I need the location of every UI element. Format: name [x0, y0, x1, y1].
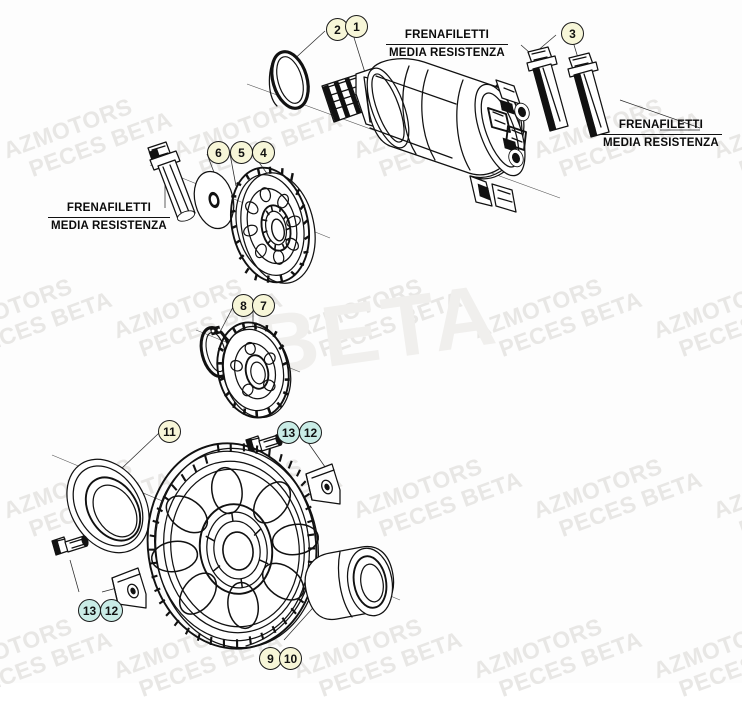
ring-gear-teeth — [148, 443, 316, 648]
part-9-starter-ring-gear — [146, 442, 320, 650]
note-line-1: FRENAFILETTI — [48, 201, 170, 218]
callout-layer: FRENAFILETTI MEDIA RESISTENZA FRENAFILET… — [48, 15, 722, 670]
motor-bolt-bosses — [508, 102, 530, 168]
callout-12-retainer-plate[interactable]: 12 — [100, 599, 123, 622]
callout-number: 5 — [238, 145, 245, 160]
part-5-washer — [193, 170, 235, 230]
gear-pinion-inner — [260, 204, 292, 252]
part-1-starter-motor — [321, 58, 530, 213]
part-10-bearing-sleeve — [304, 545, 395, 621]
callout-number: 13 — [82, 603, 97, 618]
callout-number: 3 — [569, 26, 576, 41]
part-13-screw-lower — [51, 535, 89, 556]
note-line-1: FRENAFILETTI — [600, 118, 722, 135]
technical-illustration: .ln{fill:none;stroke:#111;stroke-width:1… — [51, 27, 701, 650]
callout-4-idler-gear-double[interactable]: 4 — [252, 141, 275, 164]
callout-1-starter-motor[interactable]: 1 — [345, 15, 368, 38]
callout-3-flange-bolt[interactable]: 3 — [561, 22, 584, 45]
part-11-bearing-ring — [66, 458, 150, 554]
callout-number: 8 — [240, 298, 247, 313]
callout-2-o-ring[interactable]: 2 — [326, 18, 349, 41]
note-mid-left: FRENAFILETTI MEDIA RESISTENZA — [48, 201, 170, 233]
callout-5-washer[interactable]: 5 — [230, 141, 253, 164]
note-top-right: FRENAFILETTI MEDIA RESISTENZA — [600, 118, 722, 150]
part-6-flange-bolt — [147, 141, 196, 222]
callout-12-retainer-plate[interactable]: 12 — [299, 421, 322, 444]
ring-gear-pockets-outer — [150, 466, 320, 630]
part-12-retainer-upper — [305, 463, 341, 505]
part-2-oring — [268, 50, 310, 110]
flange-bolt-b — [567, 52, 610, 138]
flange-bolt-a — [526, 46, 569, 132]
callout-13-screw[interactable]: 13 — [78, 599, 101, 622]
callout-number: 12 — [104, 603, 119, 618]
note-line-1: FRENAFILETTI — [386, 28, 508, 45]
callout-number: 6 — [215, 145, 222, 160]
note-line-2: MEDIA RESISTENZA — [51, 219, 167, 232]
note-line-2: MEDIA RESISTENZA — [389, 46, 505, 59]
callout-11-bearing-ring[interactable]: 11 — [158, 420, 181, 443]
part-3-flange-bolts — [526, 46, 610, 138]
callout-10-bearing-sleeve[interactable]: 10 — [279, 647, 302, 670]
note-line-2: MEDIA RESISTENZA — [603, 136, 719, 149]
callout-number: 7 — [260, 298, 267, 313]
gear-teeth-outer — [229, 166, 311, 284]
exploded-view-drawing: .ln{fill:none;stroke:#111;stroke-width:1… — [51, 27, 701, 650]
part-4-idler-gear-double — [229, 166, 316, 284]
callout-7-idler-gear[interactable]: 7 — [252, 294, 275, 317]
callout-number: 2 — [334, 22, 341, 37]
callout-number: 12 — [303, 425, 318, 440]
callout-6-flange-bolt-short[interactable]: 6 — [207, 141, 230, 164]
motor-end-cap — [469, 79, 527, 213]
callout-13-screw[interactable]: 13 — [277, 421, 300, 444]
callout-number: 9 — [267, 651, 274, 666]
callout-number: 11 — [163, 424, 176, 439]
callout-number: 13 — [281, 425, 296, 440]
callout-number: 4 — [260, 145, 267, 160]
part-7-idler-gear — [216, 321, 292, 419]
callout-number: 1 — [353, 19, 360, 34]
note-top-left: FRENAFILETTI MEDIA RESISTENZA — [386, 28, 508, 60]
callout-number: 10 — [283, 651, 298, 666]
